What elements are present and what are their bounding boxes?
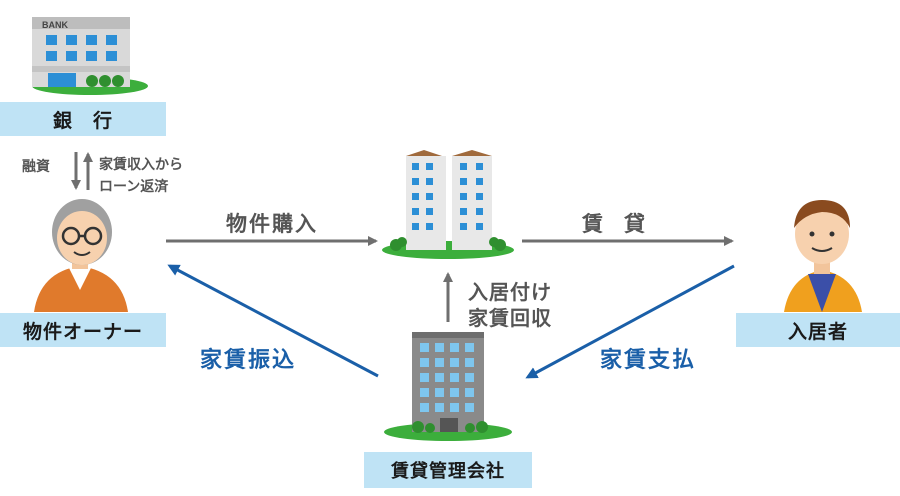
bank-sign: BANK (42, 20, 68, 30)
owner-label: 物件オーナー (0, 313, 166, 347)
edge-label-rent-transfer: 家賃振込 (200, 348, 297, 373)
bank-label: 銀 行 (0, 102, 166, 136)
owner-person-icon (34, 199, 128, 312)
office-building-icon (384, 332, 512, 441)
edge-label-lease: 賃 貸 (582, 212, 645, 236)
edge-label-repayment: 家賃収入から ローン返済 (99, 157, 183, 195)
edge-label-rent-payment: 家賃支払 (600, 348, 697, 373)
edge-label-loan: 融資 (22, 159, 50, 175)
tenant-person-icon (784, 200, 862, 312)
management-label: 賃貸管理会社 (364, 452, 532, 488)
edge-label-tenant-placement: 入居付け 家賃回収 (468, 280, 552, 330)
tenant-label: 入居者 (736, 313, 900, 347)
edge-label-purchase: 物件購入 (226, 212, 318, 236)
bank-icon (32, 17, 148, 95)
arrow-rent-payment (525, 264, 735, 379)
apartment-icon (382, 150, 514, 259)
arrow-rent-transfer (167, 264, 379, 378)
